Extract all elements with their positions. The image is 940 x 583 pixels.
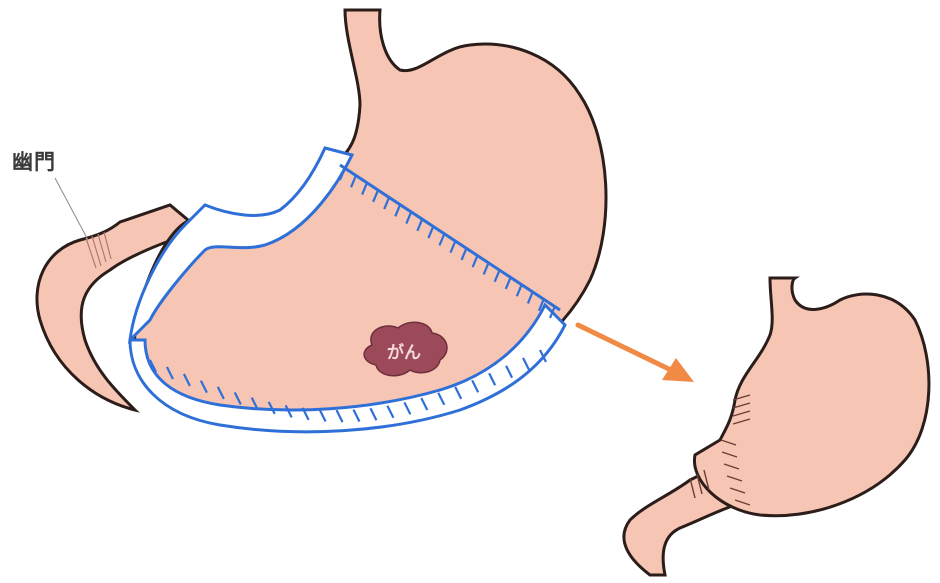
stomach-after bbox=[624, 278, 929, 575]
pylorus-label: 幽門 bbox=[12, 146, 56, 176]
remnant-stomach bbox=[694, 278, 928, 516]
pylorus-leader bbox=[55, 178, 88, 240]
cancer-label: がん bbox=[387, 342, 421, 363]
right-down-arrow-icon bbox=[578, 325, 694, 382]
